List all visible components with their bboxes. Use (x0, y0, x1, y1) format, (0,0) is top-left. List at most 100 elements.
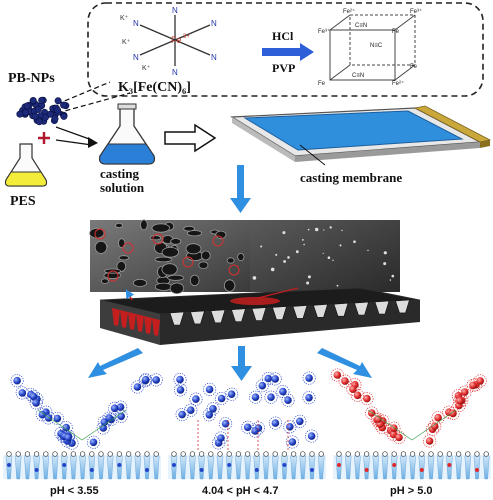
particle-halo (39, 405, 53, 419)
sem-highlight-circle (94, 228, 106, 240)
particle-halo (346, 382, 360, 396)
particle (18, 389, 27, 397)
sem-surface-dot (339, 244, 342, 247)
ph-low-label: pH < 3.55 (50, 485, 99, 497)
trapped-particle (447, 463, 452, 467)
synthesis-dashed-box (87, 2, 484, 97)
pore-ring (171, 451, 177, 457)
pore-ring (363, 451, 370, 457)
sem-surface-image (250, 220, 400, 292)
trapped-particle (310, 468, 314, 472)
pore-ring (24, 451, 31, 457)
pes-label: PES (10, 194, 36, 209)
sem-surface-dot (295, 250, 299, 254)
particle (209, 405, 217, 413)
sem-surface-dot (282, 231, 286, 235)
pore-ring (281, 451, 288, 457)
pb-particle (38, 96, 46, 104)
sem-surface-dot (323, 229, 325, 231)
sem-surface-dot (327, 256, 331, 260)
pore-ring (208, 451, 214, 457)
particle (279, 387, 287, 396)
iron-center-label: Fe (171, 35, 182, 45)
pore-ring (437, 451, 443, 457)
particle (286, 423, 294, 431)
particle-halo (248, 390, 263, 404)
slab-pore (333, 302, 349, 317)
sem-surface-dot (383, 251, 387, 255)
particle-halo (189, 392, 203, 406)
particle-halo (138, 374, 152, 388)
potassium-ion-1: K⁺ (120, 15, 129, 22)
trapped-particle (199, 468, 204, 472)
sem-pore (140, 219, 148, 231)
sem-surface-dot (353, 240, 356, 243)
pore-ring (144, 451, 150, 457)
pore-ring (465, 451, 471, 457)
particle-halo (423, 434, 437, 448)
particle (264, 374, 273, 383)
sem-pore (154, 282, 173, 291)
particle (178, 410, 186, 419)
pb-particle (29, 97, 37, 105)
particle-halo (65, 436, 79, 450)
pore-ring (309, 451, 315, 457)
pore-ring (226, 451, 232, 457)
reagent-hcl: HCl (272, 29, 294, 43)
ferricyanide-complex: Fe 3+ N N N N N N K⁺ K⁺ K⁺ (120, 6, 217, 77)
particle (176, 375, 184, 384)
particle (341, 377, 349, 385)
trapped-particle (34, 468, 39, 472)
sem-surface-dot (270, 267, 275, 272)
pore-ring (52, 451, 58, 457)
particle-halo (61, 429, 75, 443)
sem-surface-dot (341, 229, 343, 232)
trapped-particle (89, 468, 94, 472)
particle-halo (473, 374, 487, 388)
particle-halo (102, 411, 116, 425)
pb-particle (60, 112, 68, 120)
particle (307, 432, 316, 440)
trapped-particle (337, 463, 341, 467)
particle (217, 434, 225, 442)
particle (363, 394, 371, 403)
particle-halo (173, 383, 188, 397)
particle (227, 390, 236, 399)
panel-mid-ph (168, 371, 326, 480)
interaction-line (37, 409, 127, 441)
particle-halo (276, 385, 290, 399)
pore-ring (217, 451, 223, 457)
cube-fe-6: Fe²⁺ (392, 80, 404, 87)
cyanide-n-lowright: N (211, 53, 217, 62)
sem-surface-dot (391, 274, 395, 278)
particle-halo (42, 411, 56, 425)
particle-halo (285, 435, 299, 449)
sem-surface-dot (287, 256, 290, 259)
sem-surface-dot (260, 245, 263, 248)
casting-membrane-plate (230, 105, 492, 162)
sem-link-arrow-1 (125, 289, 135, 301)
ph-mid-label: 4.04 < pH < 4.7 (202, 485, 278, 497)
particle-halo (428, 419, 442, 433)
sem-surface-dot (306, 281, 310, 285)
particle-halo (348, 378, 362, 392)
trapped-particle (145, 468, 149, 472)
sem-surface-dot (367, 249, 369, 252)
sem-highlight-circle (152, 233, 164, 245)
slab-pore (231, 308, 246, 322)
ph-branch-arrows (88, 346, 372, 381)
potassium-ion-3: K⁺ (142, 65, 151, 72)
particle-halo (241, 420, 255, 434)
particle (89, 438, 98, 447)
pore-ring (419, 451, 425, 457)
sem-pore (118, 238, 126, 248)
trapped-particle (62, 463, 67, 467)
pore-ring (43, 451, 49, 457)
cube-fe-2: Fe (392, 29, 400, 35)
trapped-particle (117, 463, 122, 467)
sem-pore (185, 243, 202, 255)
particle-halo (29, 396, 43, 410)
particle-halo (469, 378, 483, 392)
slab-pore (251, 307, 267, 321)
particle-halo (225, 387, 239, 401)
